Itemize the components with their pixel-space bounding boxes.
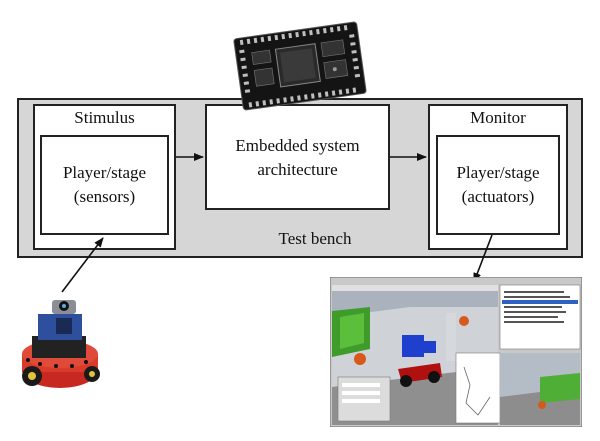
player-stage-simulator-screenshot xyxy=(330,277,582,427)
embedded-board-photo xyxy=(233,21,367,111)
stimulus-title: Stimulus xyxy=(74,108,135,127)
mobile-robot-photo xyxy=(22,300,100,388)
stimulus-player-stage-label: Player/stage (sensors) xyxy=(40,161,169,209)
stimulus-line-2: (sensors) xyxy=(73,187,136,206)
test-bench-label: Test bench xyxy=(278,229,352,248)
monitor-title: Monitor xyxy=(470,108,526,127)
stimulus-player-stage-box xyxy=(40,135,169,235)
monitor-line-1: Player/stage xyxy=(456,163,540,182)
stimulus-line-1: Player/stage xyxy=(62,163,147,182)
monitor-player-stage-box xyxy=(436,135,560,235)
embedded-system-box xyxy=(205,104,390,210)
embedded-line-1: Embedded system xyxy=(235,136,360,155)
embedded-line-2: architecture xyxy=(257,160,338,179)
arrow-robot-to-stimulus xyxy=(61,237,104,293)
arrow-monitor-to-simulator xyxy=(473,234,493,283)
embedded-system-label: Embedded system architecture xyxy=(205,134,390,182)
monitor-player-stage-label: Player/stage (actuators) xyxy=(436,161,560,209)
monitor-line-2: (actuators) xyxy=(461,187,535,206)
